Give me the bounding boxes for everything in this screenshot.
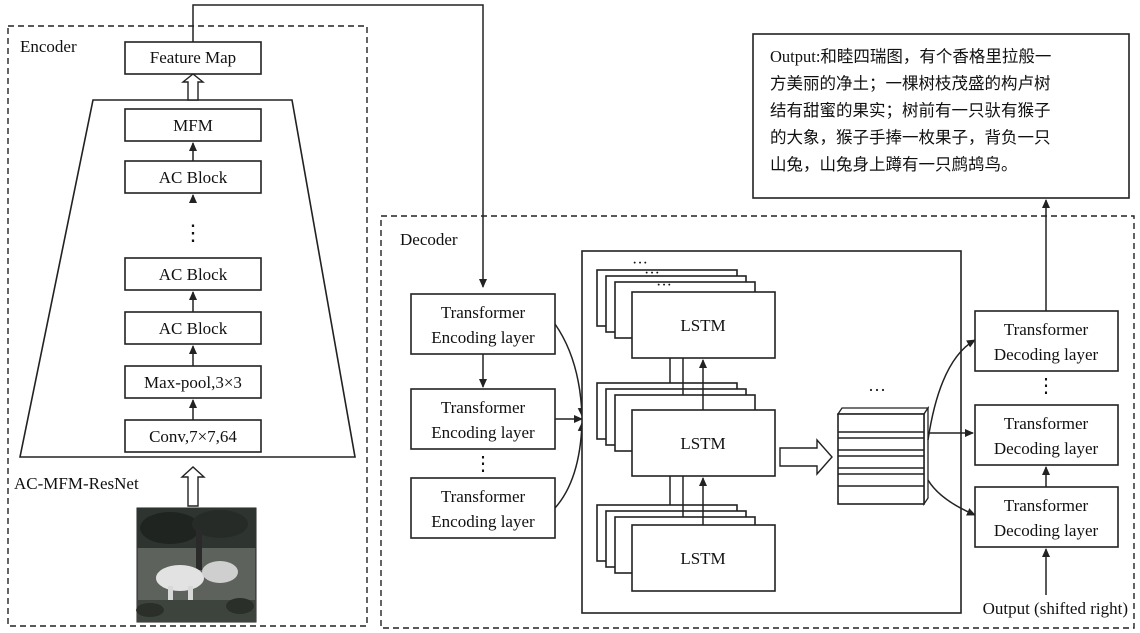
lstm-mid-box bbox=[631, 409, 776, 477]
decoding-layer-1-line2: Decoding layer bbox=[994, 345, 1099, 364]
encoding-layer-3-line2: Encoding layer bbox=[431, 512, 535, 531]
resnet-trapezoid bbox=[19, 99, 356, 458]
hollow-arrow-right bbox=[779, 438, 833, 476]
lstm-stack-dots-1: ··· bbox=[632, 255, 648, 272]
ac-block-top bbox=[124, 160, 262, 194]
conv-box bbox=[124, 419, 262, 453]
lstm-stack-bottom: LSTM bbox=[596, 504, 776, 592]
decoder-section bbox=[380, 215, 1135, 629]
decoding-layer-3 bbox=[974, 486, 1119, 548]
decoding-layer-2-line1: Transformer bbox=[1004, 414, 1089, 433]
mfm-label: MFM bbox=[173, 116, 213, 135]
output-line-2: 方美丽的净土；一棵树枝茂盛的构卢树 bbox=[770, 74, 1051, 93]
conv-label: Conv,7×7,64 bbox=[149, 427, 237, 446]
encoder-vdots: ⋮ bbox=[182, 220, 204, 245]
feature-to-decoder-arrow bbox=[192, 4, 487, 288]
lstm-stack-dots-2: ··· bbox=[644, 265, 660, 282]
lstm-top-box bbox=[631, 291, 776, 359]
encoding-vdots: ⋮ bbox=[473, 453, 493, 475]
input-painting-image bbox=[136, 507, 257, 623]
curve-enc3-to-lstm bbox=[554, 422, 586, 509]
ac-block-low bbox=[124, 311, 262, 345]
encoding-layer-1-line1: Transformer bbox=[441, 303, 526, 322]
decoding-vdots: ⋮ bbox=[1036, 375, 1056, 397]
output-line-4: 的大象，猴子手捧一枚果子，背负一只 bbox=[770, 128, 1051, 147]
encoding-layer-1-line2: Encoding layer bbox=[431, 328, 535, 347]
lstm-top-label: LSTM bbox=[680, 316, 725, 335]
feature-vector-stack bbox=[836, 405, 930, 507]
lstm-mid-label: LSTM bbox=[680, 434, 725, 453]
feature-hdots: ··· bbox=[868, 380, 886, 400]
encoding-layer-3-line1: Transformer bbox=[441, 487, 526, 506]
feature-map-box bbox=[124, 41, 262, 75]
hollow-arrow-input bbox=[180, 466, 206, 507]
decoding-layer-3-line2: Decoding layer bbox=[994, 521, 1099, 540]
hollow-arrow-feature bbox=[181, 73, 205, 101]
decoding-layer-1 bbox=[974, 310, 1119, 372]
lstm-stack-mid: LSTM bbox=[596, 382, 776, 477]
encoding-layer-2-line1: Transformer bbox=[441, 398, 526, 417]
output-text-box bbox=[752, 33, 1130, 199]
curve-enc1-to-lstm bbox=[554, 323, 586, 417]
maxpool-label: Max-pool,3×3 bbox=[144, 373, 242, 392]
decoding-layer-2-line2: Decoding layer bbox=[994, 439, 1099, 458]
encoding-layer-2-line2: Encoding layer bbox=[431, 423, 535, 442]
curve-to-dec-top bbox=[927, 339, 976, 441]
feature-map-label: Feature Map bbox=[150, 48, 236, 67]
resnet-label: AC-MFM-ResNet bbox=[14, 474, 139, 493]
lstm-bottom-label: LSTM bbox=[680, 549, 725, 568]
output-line-3: 结有甜蜜的果实；树前有一只驮有猴子 bbox=[770, 101, 1051, 120]
decoding-layer-3-line1: Transformer bbox=[1004, 496, 1089, 515]
decoding-layer-2 bbox=[974, 404, 1119, 466]
lstm-stack-top: LSTM ··· ··· ··· bbox=[596, 255, 776, 359]
output-line-1: Output:和睦四瑞图，有个香格里拉般一 bbox=[770, 47, 1051, 66]
mfm-box bbox=[124, 108, 262, 142]
shifted-output-label: Output (shifted right) bbox=[983, 599, 1128, 618]
output-line-5: 山兔，山兔身上蹲有一只鹧鸪鸟。 bbox=[770, 155, 1018, 174]
decoding-layer-1-line1: Transformer bbox=[1004, 320, 1089, 339]
ac-block-low-label: AC Block bbox=[159, 319, 228, 338]
output-text: Output:和睦四瑞图，有个香格里拉般一 方美丽的净土；一棵树枝茂盛的构卢树 … bbox=[770, 47, 1051, 174]
ac-block-mid bbox=[124, 257, 262, 291]
decoder-title: Decoder bbox=[400, 230, 458, 249]
encoder-title: Encoder bbox=[20, 37, 77, 56]
ac-block-mid-label: AC Block bbox=[159, 265, 228, 284]
ac-block-top-label: AC Block bbox=[159, 168, 228, 187]
curve-to-dec-bottom bbox=[927, 479, 976, 516]
lstm-stack-dots-3: ··· bbox=[656, 277, 672, 294]
